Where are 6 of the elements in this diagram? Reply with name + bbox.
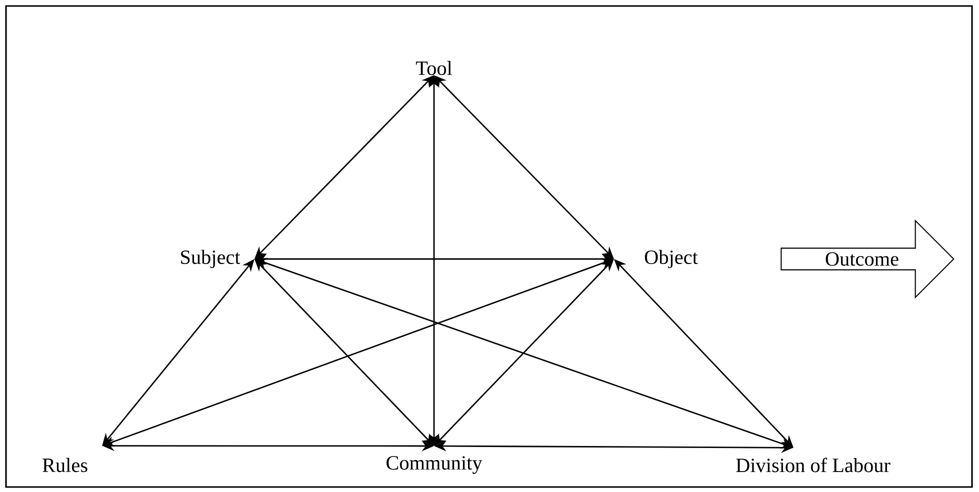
node-label: Community: [386, 456, 482, 474]
node-label: Object: [644, 250, 698, 268]
node-label: Tool: [416, 60, 452, 76]
node-label: Division of Labour: [736, 458, 890, 472]
node-label: Rules: [42, 458, 88, 472]
node-label: Subject: [181, 250, 240, 268]
